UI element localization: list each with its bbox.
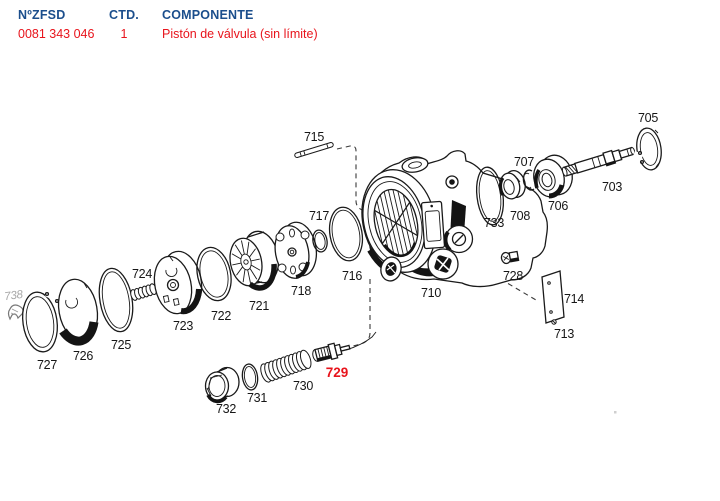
artifact-dot (614, 411, 617, 414)
part-726-cover-disc (57, 278, 99, 346)
part-729-valve-piston (312, 342, 351, 362)
label-726[interactable]: 726 (73, 349, 94, 363)
column-quantity: CTD. (109, 8, 139, 22)
label-705[interactable]: 705 (638, 111, 659, 125)
label-728[interactable]: 728 (503, 269, 524, 283)
part-labels: 715 705 707 703 706 708 733 717 716 710 … (4, 111, 659, 416)
part-707-snap-ring (522, 169, 535, 191)
part-708-bearing (498, 170, 526, 200)
part-706-bearing (533, 154, 573, 199)
part-730-spring (260, 349, 312, 383)
label-724[interactable]: 724 (132, 267, 153, 281)
part-717-ring (312, 229, 328, 253)
label-718[interactable]: 718 (291, 284, 312, 298)
part-728-plug (500, 250, 520, 265)
part-716-o-ring (328, 206, 364, 262)
part-723-rotor-set (153, 250, 203, 315)
part-705-retaining-ring (631, 127, 662, 171)
part-721-pump-rotor (229, 230, 280, 291)
part-732-hex-plug (204, 366, 240, 404)
part-715-pin (294, 142, 334, 158)
quantity-value: 1 (120, 27, 128, 41)
label-731[interactable]: 731 (247, 391, 268, 405)
column-part-number: NºZFSD (18, 8, 66, 22)
part-724-spring (130, 283, 157, 301)
label-714[interactable]: 714 (564, 292, 585, 306)
label-730[interactable]: 730 (293, 379, 314, 393)
part-703-input-shaft (561, 146, 636, 177)
part-738-retainer-clip (7, 304, 24, 321)
label-722[interactable]: 722 (211, 309, 232, 323)
label-738-ghost[interactable]: 738 (4, 289, 25, 304)
label-723[interactable]: 723 (173, 319, 194, 333)
label-732[interactable]: 732 (216, 402, 237, 416)
label-717[interactable]: 717 (309, 209, 330, 223)
part-714-plate (541, 270, 565, 324)
label-716[interactable]: 716 (342, 269, 363, 283)
part-725-o-ring (98, 267, 134, 333)
label-733[interactable]: 733 (484, 216, 505, 230)
component-name-value: Pistón de válvula (sin límite) (162, 27, 318, 41)
label-729-highlighted[interactable]: 729 (326, 365, 349, 380)
part-722-o-ring (196, 246, 232, 302)
label-715[interactable]: 715 (304, 130, 325, 144)
part-718-pressure-plate (274, 221, 318, 279)
label-707[interactable]: 707 (514, 155, 535, 169)
part-727-snap-ring (22, 285, 63, 353)
label-721[interactable]: 721 (249, 299, 270, 313)
rotor-spokes (231, 240, 261, 284)
part-731-o-ring (241, 363, 259, 391)
label-713[interactable]: 713 (554, 327, 575, 341)
label-703[interactable]: 703 (602, 180, 623, 194)
part-713-screw (551, 319, 557, 325)
column-component: COMPONENTE (162, 8, 254, 22)
label-708[interactable]: 708 (510, 209, 531, 223)
label-706[interactable]: 706 (548, 199, 569, 213)
label-725[interactable]: 725 (111, 338, 132, 352)
label-727[interactable]: 727 (37, 358, 58, 372)
label-710[interactable]: 710 (421, 286, 442, 300)
part-number-value[interactable]: 0081 343 046 (18, 27, 95, 41)
